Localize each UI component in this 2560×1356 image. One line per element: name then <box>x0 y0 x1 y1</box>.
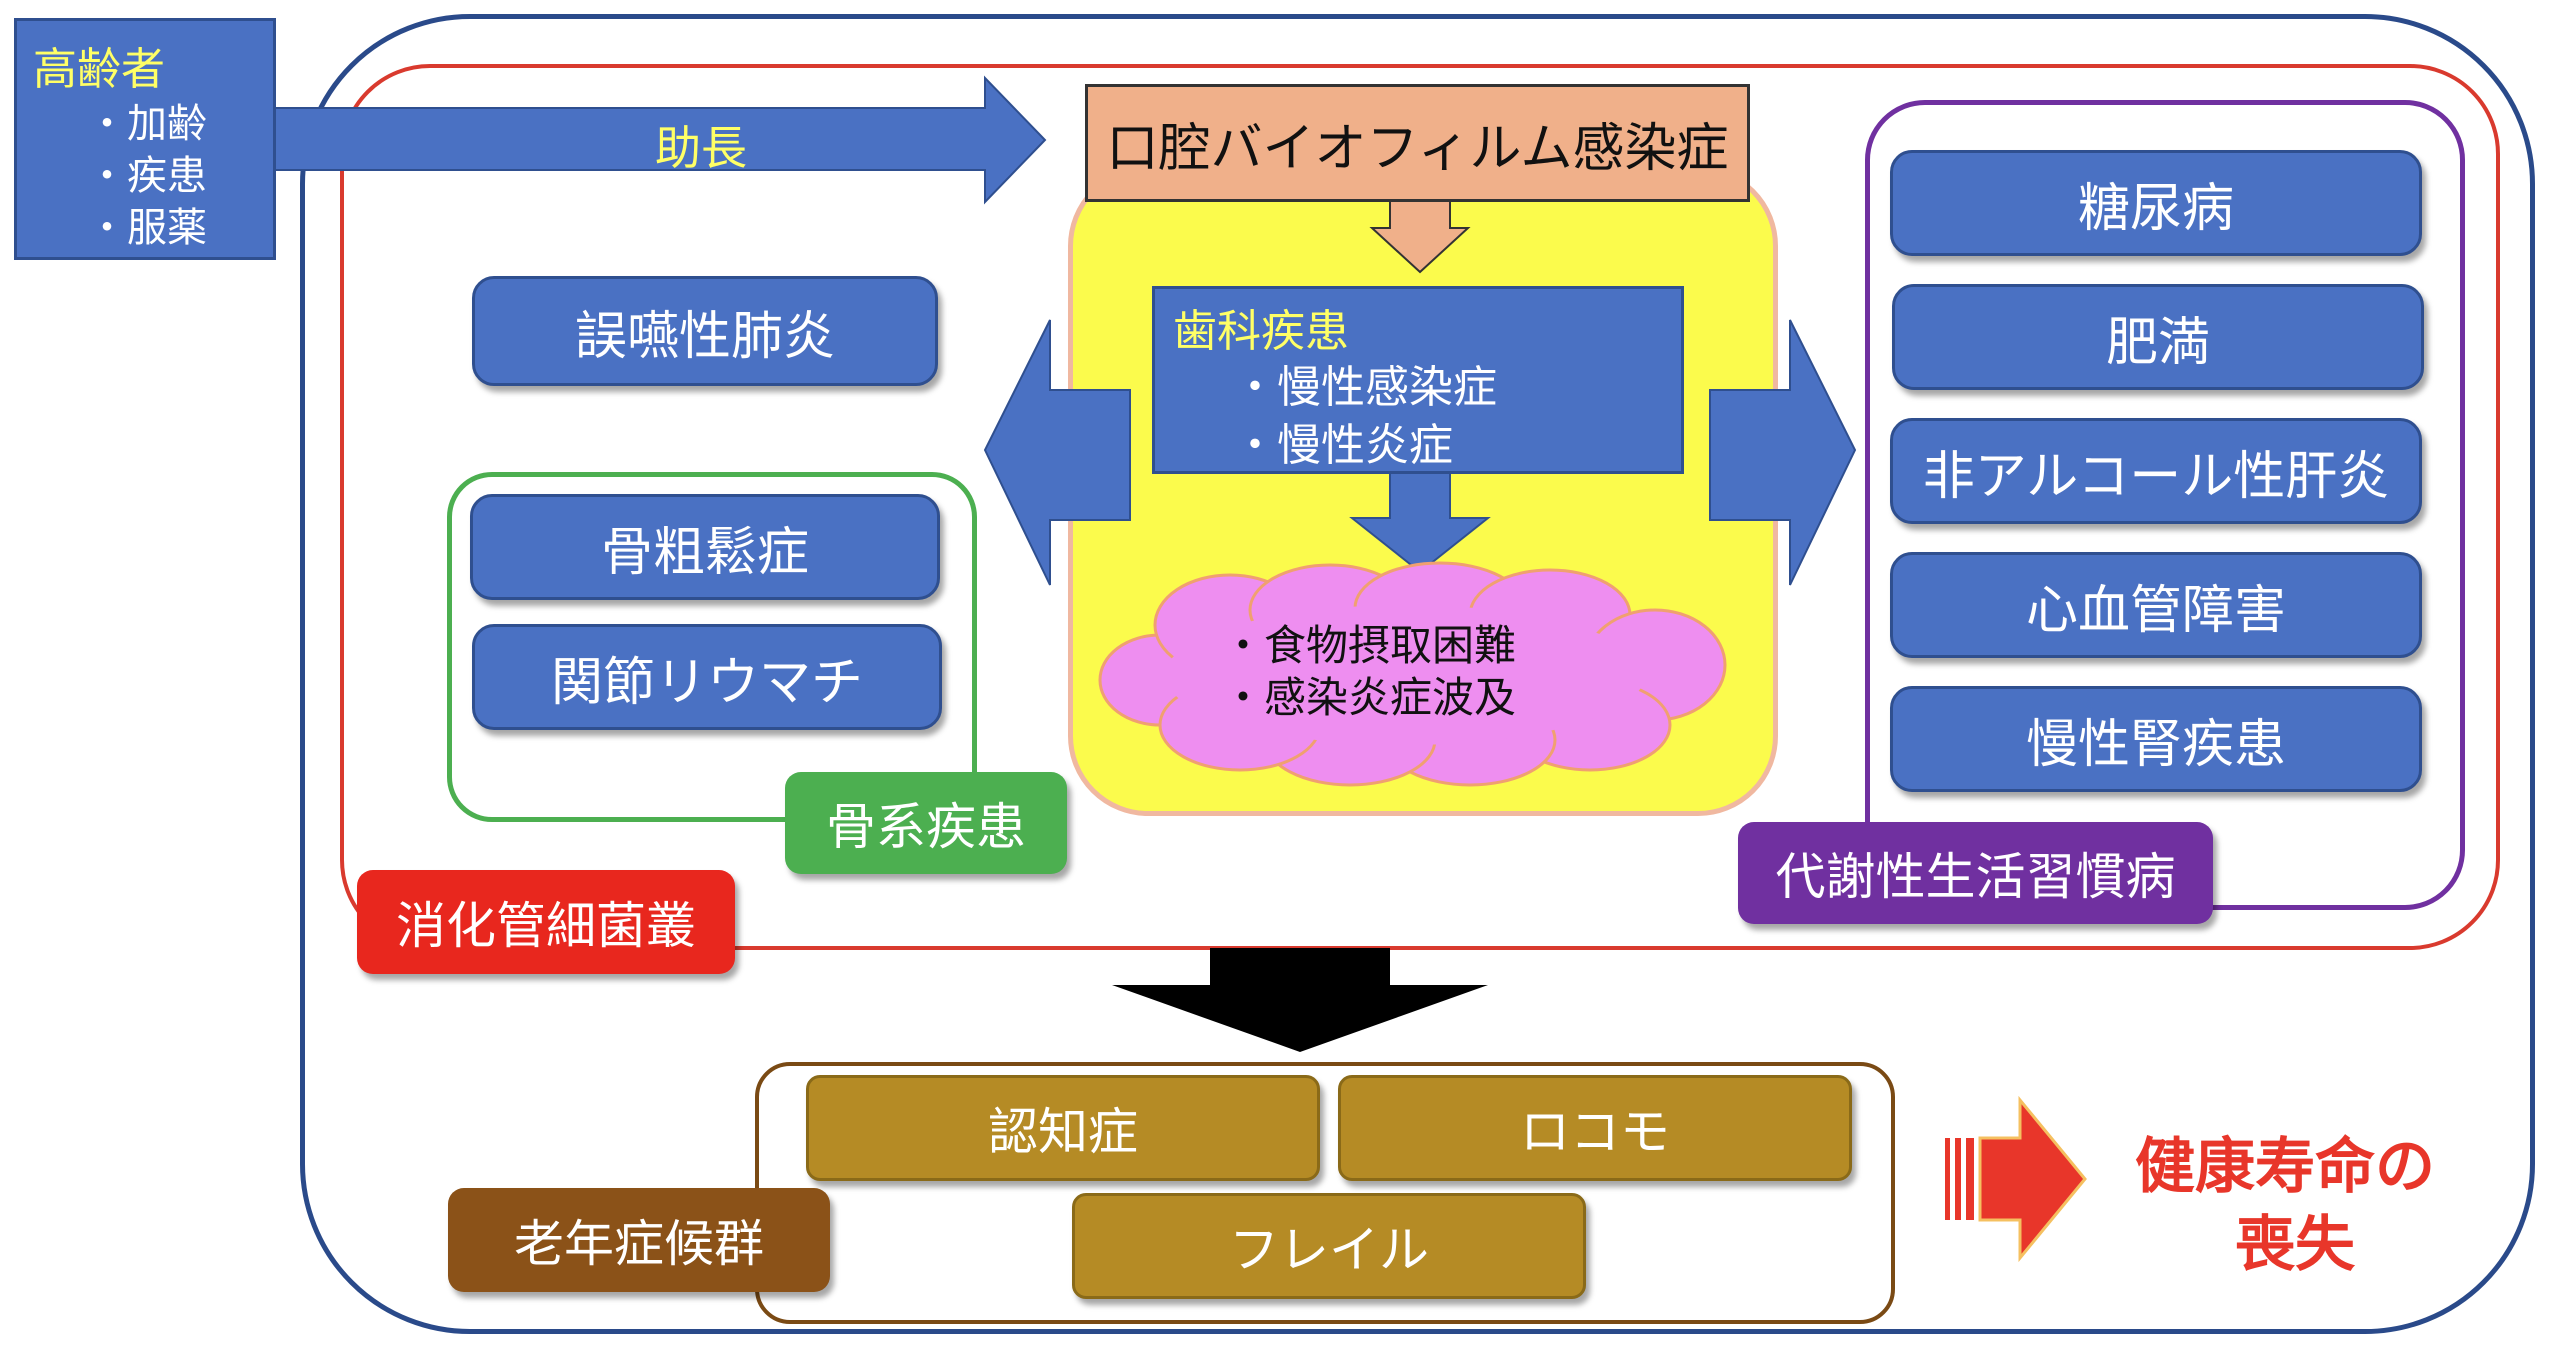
oral-biofilm-box: 口腔バイオフィルム感染症 <box>1085 84 1750 202</box>
geriatric-tag: 老年症候群 <box>448 1188 830 1292</box>
cloud-item-spread: ・感染炎症波及 <box>1222 673 1517 722</box>
left-block-arrow <box>983 319 1131 586</box>
elderly-item-medication: ・服薬 <box>87 205 207 251</box>
geriatric-tag-label: 老年症候群 <box>514 1215 764 1273</box>
green-frame <box>447 472 977 822</box>
bone-disease-tag-label: 骨系疾患 <box>826 798 1026 856</box>
elderly-item-aging: ・加齢 <box>87 101 207 147</box>
elderly-item-disease: ・疾患 <box>87 153 207 199</box>
osteoporosis-label: 骨粗鬆症 <box>600 522 809 583</box>
locomo-label: ロコモ <box>1520 1103 1670 1161</box>
outer-frame <box>300 14 2535 1334</box>
syndrome-dementia: 認知症 <box>806 1075 1320 1181</box>
disease-obesity: 肥満 <box>1892 284 2424 390</box>
down-arrow-small <box>1349 469 1491 574</box>
elderly-box: 高齢者 ・加齢 ・疾患 ・服薬 <box>14 18 276 260</box>
dental-item-chronic-infection: ・慢性感染症 <box>1233 362 1497 413</box>
cardiovascular-label: 心血管障害 <box>2025 580 2286 641</box>
disease-aspiration-pneumonia: 誤嚥性肺炎 <box>472 276 938 386</box>
syndrome-locomo: ロコモ <box>1338 1075 1852 1181</box>
chronic-kidney-label: 慢性腎疾患 <box>2025 714 2286 775</box>
bone-disease-tag: 骨系疾患 <box>785 772 1067 874</box>
outcome-stripe-3 <box>1966 1138 1974 1220</box>
red-frame <box>340 64 2500 950</box>
disease-cardiovascular: 心血管障害 <box>1890 552 2422 658</box>
hollow-down-arrow <box>1369 199 1471 274</box>
obesity-label: 肥満 <box>2105 312 2210 373</box>
rheumatoid-arthritis-label: 関節リウマチ <box>550 652 863 713</box>
dementia-label: 認知症 <box>988 1103 1138 1161</box>
gut-flora-tag-label: 消化管細菌叢 <box>396 897 696 955</box>
elderly-title: 高齢者 <box>33 44 165 95</box>
disease-chronic-kidney: 慢性腎疾患 <box>1890 686 2422 792</box>
diabetes-label: 糖尿病 <box>2077 178 2234 239</box>
gut-flora-tag: 消化管細菌叢 <box>357 870 735 974</box>
syndrome-frailty: フレイル <box>1072 1193 1586 1299</box>
cloud-item-eating: ・食物摂取困難 <box>1222 621 1517 670</box>
right-block-arrow <box>1709 319 1857 586</box>
dental-disease-box: 歯科疾患 ・慢性感染症 ・慢性炎症 <box>1152 286 1684 474</box>
black-down-arrow <box>1112 948 1488 1052</box>
oral-biofilm-label: 口腔バイオフィルム感染症 <box>1106 118 1729 179</box>
outcome-line2: 喪失 <box>2235 1210 2355 1280</box>
outcome-arrow <box>1978 1095 2087 1263</box>
outcome-line1: 健康寿命の <box>2135 1132 2435 1202</box>
disease-diabetes: 糖尿病 <box>1890 150 2422 256</box>
outcome-stripe-1 <box>1945 1138 1950 1220</box>
promote-arrow <box>269 75 1047 205</box>
nonalcoholic-hepatitis-label: 非アルコール性肝炎 <box>1922 446 2390 507</box>
pink-cloud <box>1098 561 1727 787</box>
metabolic-tag: 代謝性生活習慣病 <box>1738 822 2213 924</box>
aspiration-pneumonia-label: 誤嚥性肺炎 <box>574 306 835 367</box>
outcome-stripe-2 <box>1955 1138 1961 1220</box>
dental-title: 歯科疾患 <box>1173 306 1349 357</box>
promote-label: 助長 <box>655 121 747 175</box>
metabolic-tag-label: 代謝性生活習慣病 <box>1775 848 2176 906</box>
frailty-label: フレイル <box>1229 1221 1429 1279</box>
dental-item-chronic-inflammation: ・慢性炎症 <box>1233 420 1453 471</box>
disease-rheumatoid-arthritis: 関節リウマチ <box>472 624 942 730</box>
disease-osteoporosis: 骨粗鬆症 <box>470 494 940 600</box>
disease-nonalcoholic-hepatitis: 非アルコール性肝炎 <box>1890 418 2422 524</box>
